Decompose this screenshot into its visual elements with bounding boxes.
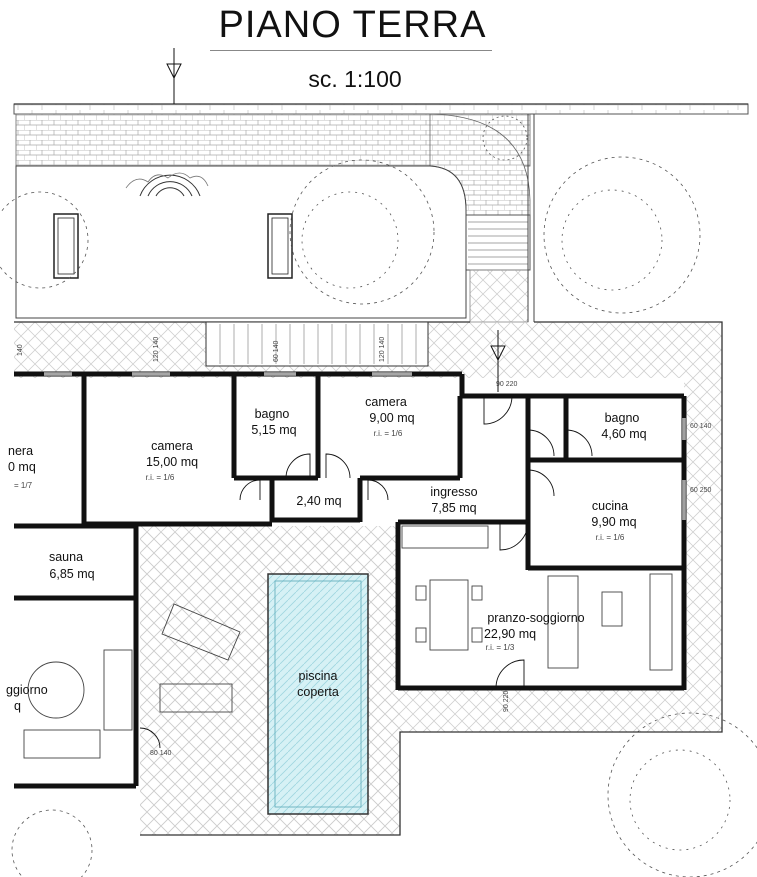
room-area: 7,85 mq bbox=[431, 501, 476, 515]
bench-left bbox=[53, 213, 79, 279]
room-name: bagno bbox=[605, 411, 640, 425]
room-name: nera bbox=[8, 444, 33, 458]
dimension-label: 120 140 bbox=[379, 337, 386, 362]
room-name: pranzo-soggiorno bbox=[487, 611, 584, 625]
entrance-stairs bbox=[205, 321, 429, 367]
room-area: 15,00 mq bbox=[146, 455, 198, 469]
room-area: 5,15 mq bbox=[251, 423, 296, 437]
room-name: ggiorno bbox=[6, 683, 48, 697]
furniture bbox=[23, 525, 673, 759]
page-title: PIANO TERRA bbox=[218, 4, 487, 46]
room-area: 9,90 mq bbox=[591, 515, 636, 529]
room-area: coperta bbox=[297, 685, 339, 699]
entrance-marker-top bbox=[166, 48, 506, 392]
dimension-label: 60 140 bbox=[273, 340, 280, 362]
room-area: q bbox=[14, 699, 21, 713]
room-area: 0 mq bbox=[8, 460, 36, 474]
swimming-pool bbox=[267, 573, 369, 815]
title-underline bbox=[210, 50, 492, 51]
room-ri: r.i. = 1/6 bbox=[596, 533, 625, 542]
dimension-notes: 140 120 140 60 140 120 140 90 220 60 140… bbox=[17, 337, 712, 757]
scale-label: sc. 1:100 bbox=[308, 66, 402, 92]
room-name: bagno bbox=[255, 407, 290, 421]
room-ri: = 1/7 bbox=[14, 481, 33, 490]
room-area: 9,00 mq bbox=[369, 411, 414, 425]
room-name: ingresso bbox=[430, 485, 477, 499]
room-name: piscina bbox=[299, 669, 338, 683]
dimension-label: 60 250 bbox=[690, 487, 712, 494]
room-area: 2,40 mq bbox=[296, 494, 341, 508]
boundary-wall bbox=[13, 103, 749, 115]
fountain bbox=[125, 172, 209, 197]
bench-right bbox=[267, 213, 293, 279]
room-name: sauna bbox=[49, 550, 83, 564]
room-area: 6,85 mq bbox=[49, 567, 94, 581]
dimension-label: 90 220 bbox=[503, 690, 510, 712]
room-name: camera bbox=[151, 439, 193, 453]
room-area: 22,90 mq bbox=[484, 627, 536, 641]
room-ri: r.i. = 1/3 bbox=[486, 643, 515, 652]
room-labels: nera 0 mq = 1/7 camera 15,00 mq r.i. = 1… bbox=[6, 395, 647, 713]
dimension-label: 80 140 bbox=[150, 750, 172, 757]
dimension-label: 60 140 bbox=[690, 423, 712, 430]
doors bbox=[139, 395, 593, 749]
house-interior bbox=[14, 378, 684, 786]
garden-path bbox=[15, 113, 535, 323]
dimension-label: 120 140 bbox=[153, 337, 160, 362]
room-name: cucina bbox=[592, 499, 628, 513]
room-ri: r.i. = 1/6 bbox=[146, 473, 175, 482]
dimension-label: 90 220 bbox=[496, 381, 518, 388]
room-area: 4,60 mq bbox=[601, 427, 646, 441]
room-name: camera bbox=[365, 395, 407, 409]
room-ri: r.i. = 1/6 bbox=[374, 429, 403, 438]
dimension-label: 140 bbox=[17, 344, 24, 356]
